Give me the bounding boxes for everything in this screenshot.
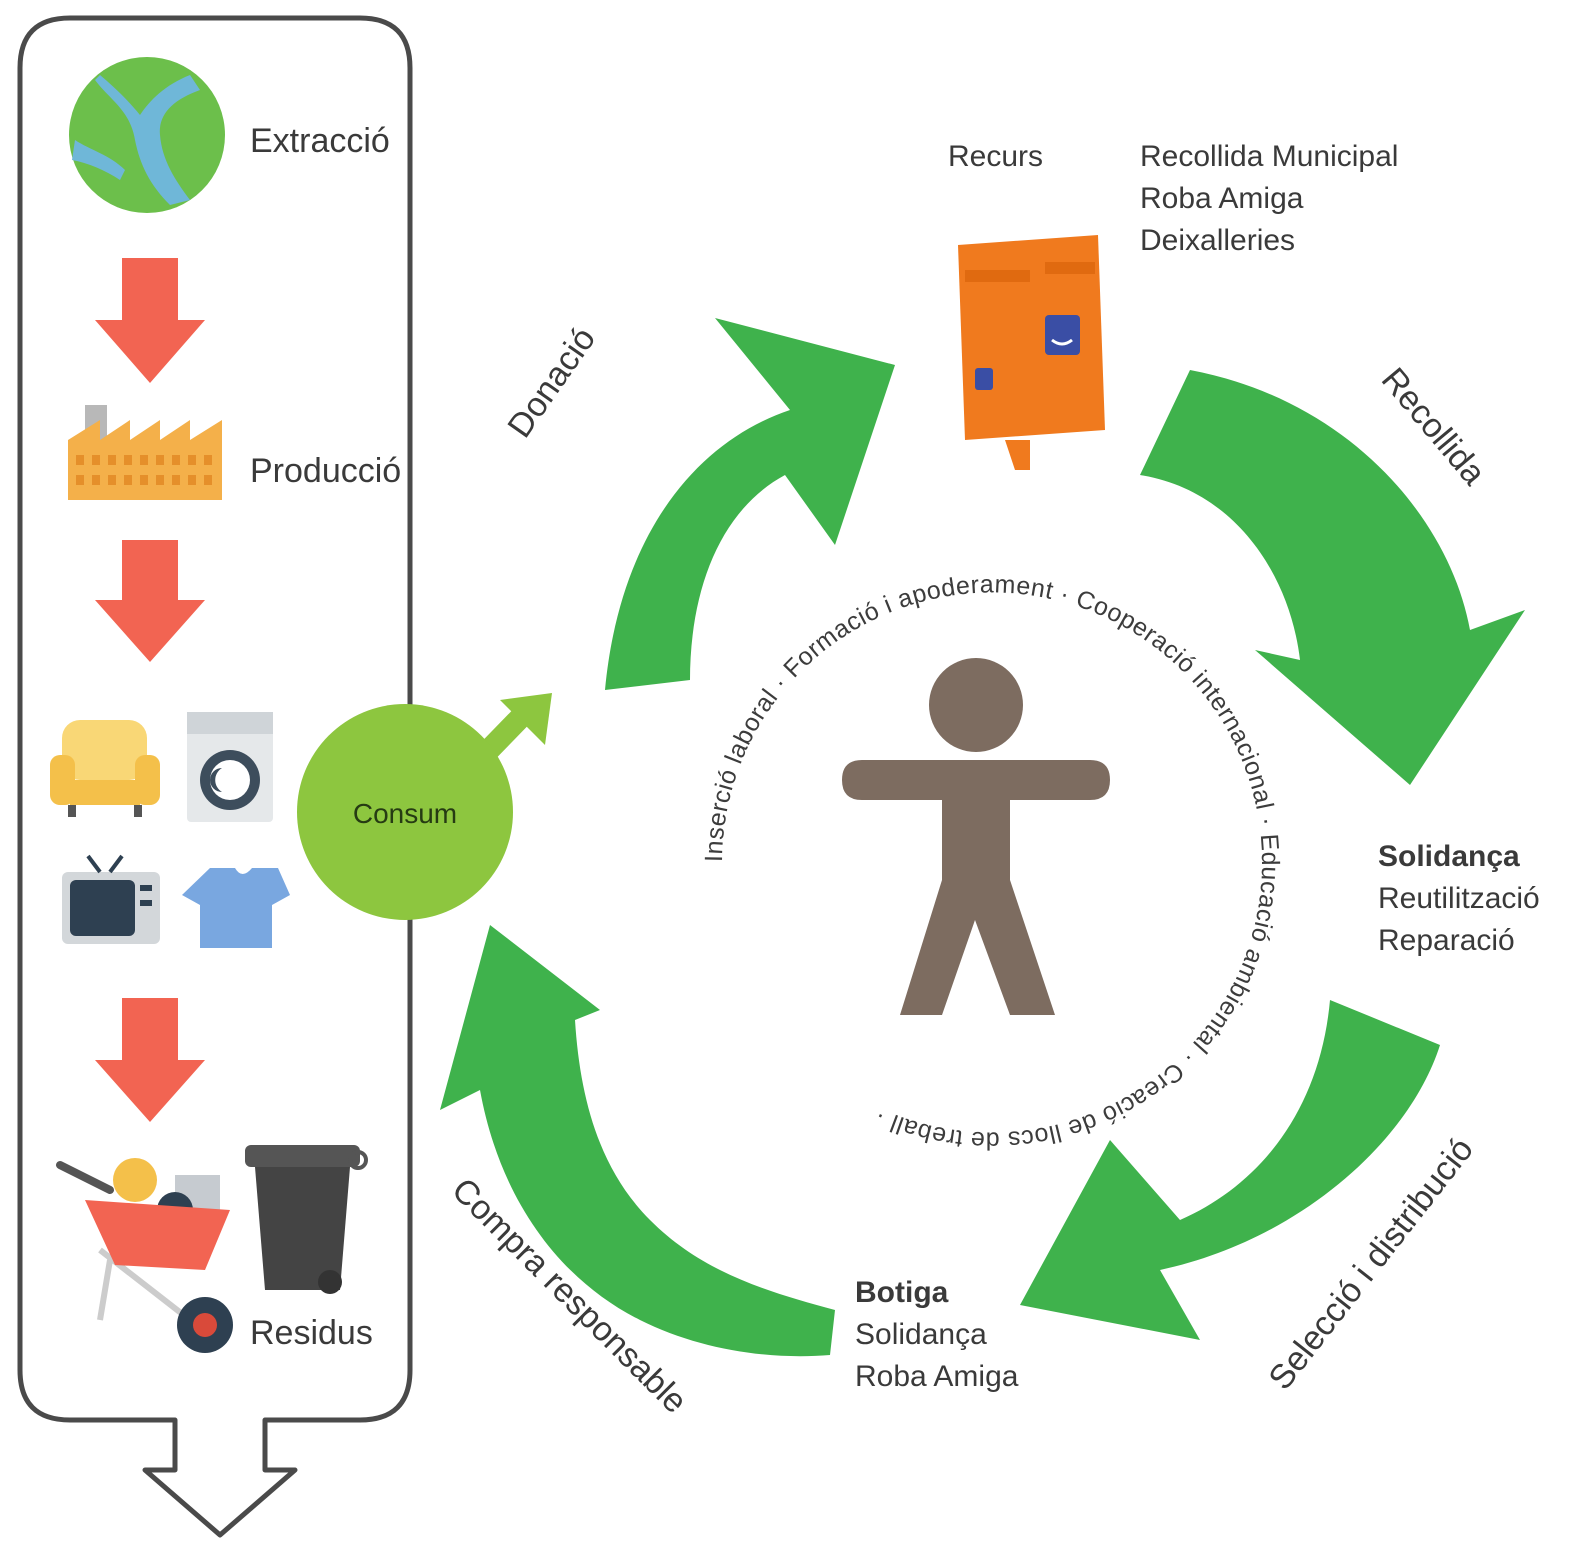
person-icon <box>842 658 1110 1015</box>
armchair-icon <box>50 720 160 817</box>
botiga-title: Botiga <box>855 1276 949 1309</box>
red-arrow-icon <box>95 998 205 1122</box>
botiga-line-1: Solidança <box>855 1318 987 1351</box>
washing-machine-icon <box>187 712 273 822</box>
label-recollida: Recollida <box>1374 361 1493 493</box>
label-extraccio: Extracció <box>250 122 390 160</box>
solidanca-title: Solidança <box>1378 840 1520 873</box>
tshirt-icon <box>182 868 290 948</box>
label-produccio: Producció <box>250 452 401 490</box>
recurs-item-1: Recollida Municipal <box>1140 140 1398 173</box>
botiga-line-2: Roba Amiga <box>855 1360 1019 1393</box>
recurs-item-2: Roba Amiga <box>1140 182 1304 215</box>
wheelbarrow-icon <box>56 1158 233 1353</box>
solidanca-line-1: Reutilització <box>1378 882 1540 915</box>
arrow-compra <box>440 925 835 1357</box>
arrow-recollida <box>1140 370 1525 785</box>
television-icon <box>62 854 160 944</box>
trash-bin-icon <box>245 1145 368 1294</box>
linear-economy-panel: Extracció Producció <box>17 15 413 1538</box>
cycle-arrows <box>440 318 1525 1357</box>
recurs-item-3: Deixalleries <box>1140 224 1295 257</box>
red-arrow-icon <box>95 540 205 662</box>
red-arrow-icon <box>95 258 205 383</box>
factory-icon <box>68 405 222 500</box>
consum-node: Consum <box>297 693 552 920</box>
label-residus: Residus <box>250 1314 373 1352</box>
arrow-donacio <box>605 318 895 690</box>
solidanca-line-2: Reparació <box>1378 924 1515 957</box>
label-recurs: Recurs <box>948 140 1043 173</box>
clothing-container-icon <box>958 235 1105 470</box>
globe-icon <box>69 57 225 213</box>
arrow-seleccio <box>1020 1000 1440 1340</box>
label-donacio: Donació <box>500 321 603 445</box>
label-consum: Consum <box>353 798 457 829</box>
